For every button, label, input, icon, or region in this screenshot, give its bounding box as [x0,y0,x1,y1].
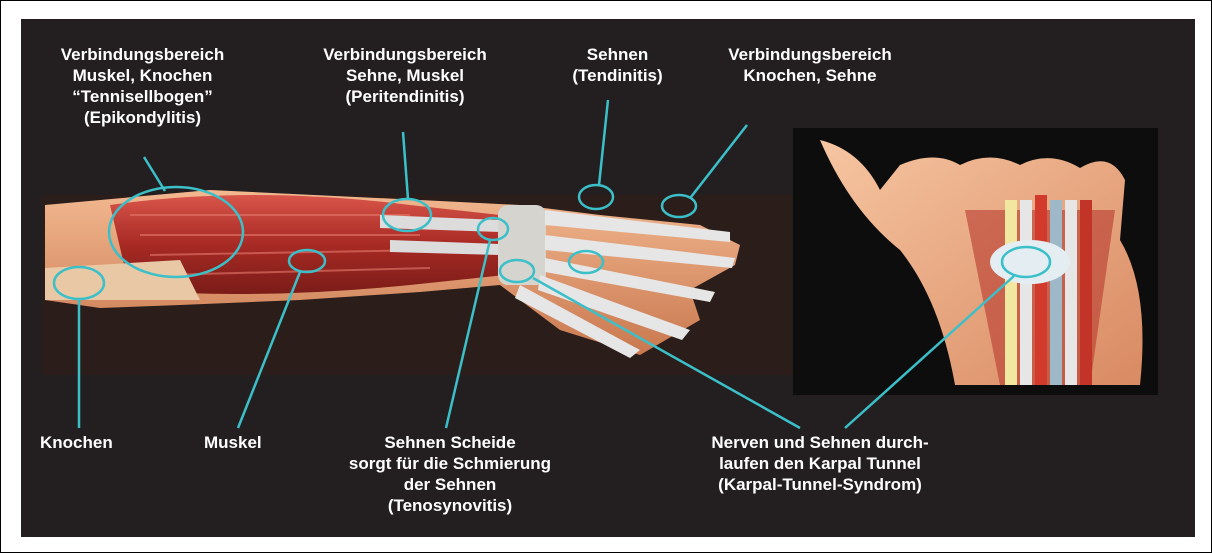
leader-bone-tendon [691,125,747,197]
wrist-sheath [498,205,546,285]
label-muscle-bone-junction: Verbindungsbereich Muskel, Knochen [30,44,255,86]
label-bone-tendon-junction: Verbindungsbereich Knochen, Sehne [700,44,920,86]
leader-tendons [599,100,608,185]
label-tendon-muscle-junction: Verbindungsbereich Sehne, Muskel (Perite… [285,44,525,107]
label-tendon-sheath: Sehnen Scheide sorgt für die Schmierung … [330,432,570,516]
tendon-strand [1050,200,1062,385]
tendon-strand [1020,200,1032,385]
nerve-strand [1005,200,1017,385]
vein-strand [1080,200,1092,385]
leader-elbow [144,157,165,191]
tunnel-bundle [990,195,1092,385]
artery-strand [1035,195,1047,385]
label-bone: Knochen [40,432,113,453]
label-tendons: Sehnen (Tendinitis) [555,44,680,86]
label-carpal-tunnel: Nerven und Sehnen durch- laufen den Karp… [650,432,990,495]
carpal-tunnel-illustration [793,128,1158,395]
label-tennis-elbow: “Tennisellbogen” (Epikondylitis) [30,86,255,128]
label-muscle: Muskel [204,432,262,453]
leader-tendon-muscle [403,132,408,199]
tendon-strand [1065,200,1077,385]
